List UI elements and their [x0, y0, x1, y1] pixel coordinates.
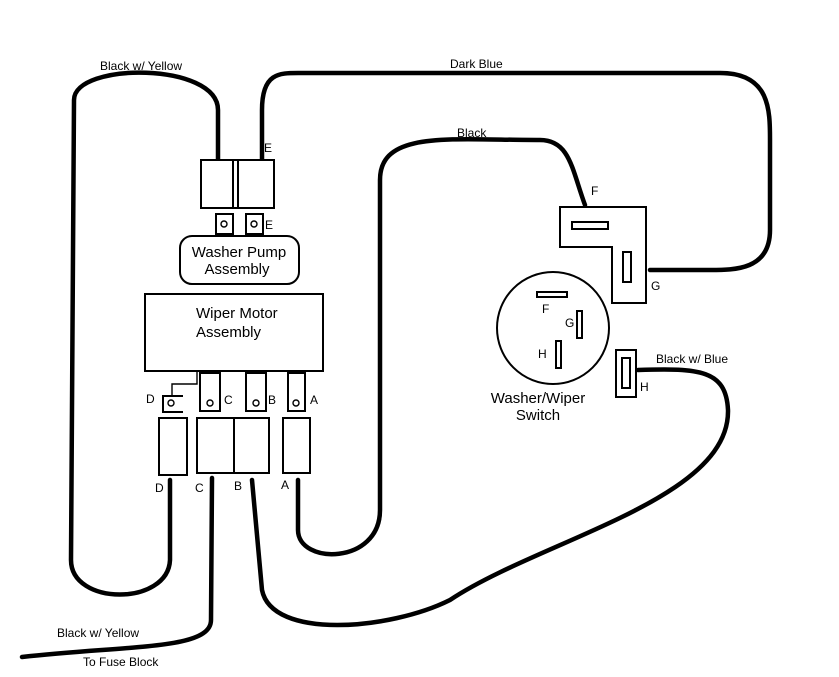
motor-connector-d-label: D: [155, 481, 164, 495]
washer-pump-assembly: [179, 235, 300, 285]
motor-terminal-a-label: A: [310, 393, 318, 407]
wiper-motor-assembly: [144, 293, 324, 372]
connector-f-label: F: [591, 184, 598, 198]
wire-label-black-blue: Black w/ Blue: [656, 352, 728, 366]
wire-label-dark-blue: Dark Blue: [450, 57, 503, 71]
connector-slot-g: [622, 251, 632, 283]
wire-label-black-yellow-bottom: Black w/ Yellow: [57, 626, 139, 640]
connector-g-label: G: [651, 279, 660, 293]
connector-slot-f: [571, 221, 609, 230]
switch-title: Washer/Wiper: [491, 390, 585, 407]
wire-dark-blue: [259, 70, 773, 273]
motor-terminal-a: [287, 372, 306, 412]
motor-terminal-d: [162, 395, 183, 413]
connector-h-label: H: [640, 380, 649, 394]
wire-black-yellow-fuse: [19, 475, 215, 660]
pump-terminal-left: [215, 213, 234, 235]
wiper-motor-title: Wiper Motor: [196, 305, 278, 322]
motor-connector-d: [158, 417, 188, 476]
motor-connector-c-label: C: [195, 481, 204, 495]
switch-terminal-f-label: F: [542, 302, 549, 316]
pump-connector-e-label: E: [264, 141, 272, 155]
wire-black-yellow-loop: [68, 70, 221, 597]
switch-slot-f: [536, 291, 568, 298]
motor-terminal-b: [245, 372, 267, 412]
pump-terminal-e-label: E: [265, 218, 273, 232]
wire-label-black: Black: [457, 126, 487, 140]
motor-connector-a: [282, 417, 311, 474]
motor-connector-a-label: A: [281, 478, 289, 492]
motor-terminal-c: [199, 372, 221, 412]
motor-connector-b: [233, 417, 270, 474]
connector-slot-h: [621, 357, 631, 389]
motor-terminal-c-label: C: [224, 393, 233, 407]
wire-label-black-yellow-top: Black w/ Yellow: [100, 59, 182, 73]
washer-pump-title: Washer Pump: [192, 244, 286, 261]
switch-terminal-g-label: G: [565, 316, 574, 330]
wire-label-to-fuse-block: To Fuse Block: [83, 655, 159, 669]
wiper-motor-subtitle: Assembly: [196, 324, 262, 341]
switch-subtitle: Switch: [516, 407, 560, 424]
switch-terminal-h-label: H: [538, 347, 547, 361]
switch-slot-h: [555, 340, 562, 369]
washer-wiper-switch: [496, 271, 610, 385]
pump-terminal-e: [245, 213, 264, 235]
wire-black: [295, 136, 588, 557]
pump-plug-right: [232, 159, 275, 209]
switch-slot-g: [576, 310, 583, 339]
washer-pump-subtitle: Assembly: [204, 261, 270, 278]
wire-black-blue: [249, 367, 731, 628]
motor-connector-c: [196, 417, 235, 474]
motor-terminal-d-label: D: [146, 392, 155, 406]
motor-connector-b-label: B: [234, 479, 242, 493]
motor-terminal-b-label: B: [268, 393, 276, 407]
